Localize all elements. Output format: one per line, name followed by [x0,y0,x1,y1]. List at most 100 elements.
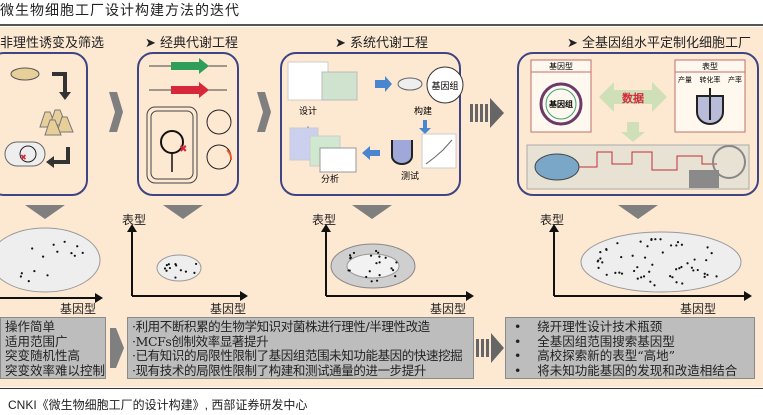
mutant-dot [369,254,373,257]
source-note: CNKI《微生物细胞工厂的设计构建》, 西部证券研发中心 [8,398,308,412]
pathway-line [579,151,717,171]
bullet: 操作简单 [5,319,56,334]
mutant-dot [384,256,387,259]
gene-circuit-illustration: ✖ [146,58,233,184]
mutant-dot [616,242,619,245]
bullet: ·已有知识的局限性限制了基因组范围未知功能基因的快速挖掘 [132,348,463,363]
mutant-dot [46,274,49,277]
red-gene-icon [171,86,199,94]
bullet-text: 将未知功能基因的发现和改造相结合 [537,362,738,378]
metric-yield: 产量 [678,75,692,84]
mutant-dot [620,255,623,259]
mutant-dot [620,272,624,275]
mutant-dot [20,272,23,275]
mutant-dot [370,280,373,283]
mutant-dot [680,265,683,269]
metric-conversion: 转化率 [700,75,721,84]
mutant-dot [715,275,718,278]
mutant-dot [174,263,177,266]
y-axis-label: 表型 [122,213,147,227]
mutant-dot [605,273,608,276]
mutant-dot [605,248,608,252]
mutant-dot [596,260,599,263]
mutant-dot [378,261,381,264]
mutant-dot [710,251,713,255]
svg-text:✖: ✖ [20,153,27,162]
mutant-dot [686,262,689,265]
bullet: • 绕开理性设计技术瓶颈 [514,319,663,334]
mutant-dot [599,257,602,260]
mutant-dot [349,256,352,259]
mutant-dot [41,255,45,258]
mutant-dot [179,269,182,272]
mutant-dot [639,240,642,243]
bullet-text: 高校探索新的表型“高地” [537,348,676,363]
down-arrow-icon [621,122,645,142]
mutant-dot [378,274,381,277]
stage-header-2-text: 经典代谢工程 [160,36,239,51]
mutant-dot [676,241,680,244]
genotype-panel-label: 基因型 [549,61,573,71]
x-axis-label: 基因型 [430,302,467,316]
mutant-dot [703,275,706,278]
striped-arrow-icon [470,98,504,128]
bacterium-icon [534,153,580,181]
mutant-dot [394,275,397,278]
genome-circle-icon [426,66,464,104]
mutant-dot [632,269,636,273]
genome-map-icon [539,82,583,126]
divider [0,24,763,26]
cell-icon [397,77,423,91]
factory-icon [689,170,719,188]
classic-metabolic-box [137,52,239,196]
mutant-dot [70,252,73,255]
bullet-text: 绕开理性设计技术瓶颈 [537,319,663,334]
genotype-phenotype-plot-1 [0,227,103,303]
x-axis-label: 基因型 [210,302,247,316]
mutant-dot [678,267,681,270]
plasmid-icon [206,109,232,135]
mutant-dot [31,247,34,250]
bullet: ·利用不断积累的生物学知识对菌株进行理性/半理性改造 [132,319,430,334]
x-axis-label: 基因型 [60,302,97,316]
mutant-dot [163,267,167,270]
mutant-dot [643,256,647,259]
network-map-icon [287,61,329,101]
bullet: ·MCFs创制效率显著提升 [132,333,269,349]
mutant-dot [671,276,674,279]
phenotype-space-ellipse [580,231,742,293]
mutant-dot [374,249,378,253]
mutant-dot [690,266,693,269]
stage-header-1: 非理性诱变及筛选 [0,36,105,51]
plasmid-icon [206,144,232,170]
mutant-dot [165,264,168,267]
cycle-analyze-label: 分析 [321,173,339,185]
next-arrow-icon [257,92,271,132]
bullet: 适用范围广 [5,333,68,349]
mutant-dot [599,251,602,254]
mutant-dot [352,251,356,255]
mutant-dot [614,271,617,274]
mutant-dot [649,280,652,283]
next-arrow-icon [109,92,123,132]
mutant-dot [703,272,706,275]
genotype-phenotype-plot-3 [321,224,474,301]
x-axis-label: 基因型 [680,302,717,316]
green-gene-icon [171,62,199,70]
mutant-dot [348,269,351,272]
down-arrow-icon [25,205,65,219]
data-double-arrow-icon [599,82,667,112]
mutant-dot [378,255,381,258]
mutant-dot [669,275,672,278]
genome-scale-illustration: 基因型 基因组 数据 表型 产量 转化率 产率 [526,59,750,190]
mutant-dot [597,266,600,269]
bullet: • 高校探索新的表型“高地” [514,348,676,363]
mutant-dot [636,266,639,269]
mutant-dot [52,243,55,246]
mutant-dot [33,269,36,273]
mutant-dot [693,258,696,261]
mutant-dot [390,267,393,270]
mutant-dot [56,250,59,253]
data-label: 数据 [622,91,644,105]
phenotype-space-ellipse [156,254,202,282]
